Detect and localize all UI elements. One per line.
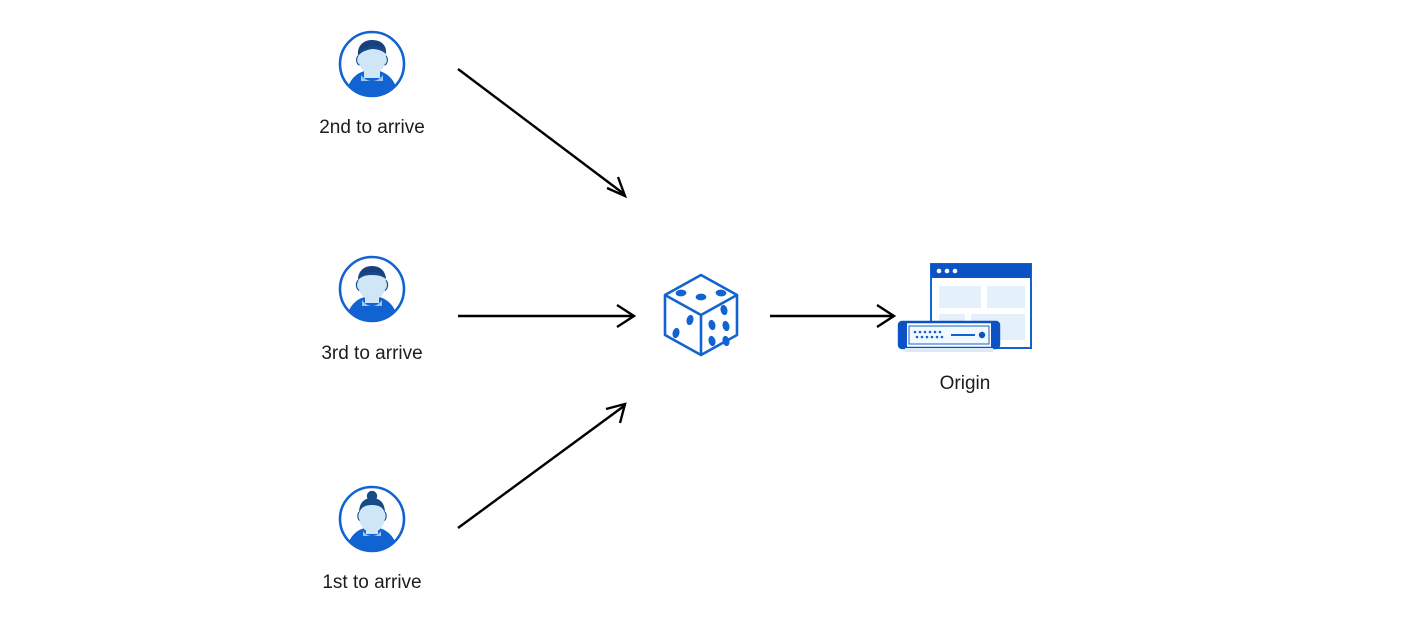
dice-node[interactable] (658, 270, 744, 360)
client-label-1st: 1st to arrive (322, 572, 422, 593)
client-node-3rd[interactable]: 3rd to arrive (321, 253, 423, 364)
client-node-1st[interactable]: 1st to arrive (322, 483, 422, 593)
origin-label: Origin (939, 373, 991, 394)
user-avatar-icon (338, 30, 406, 98)
client-label-2nd: 2nd to arrive (319, 117, 425, 138)
user-avatar-icon (338, 485, 406, 553)
user-avatar-icon (338, 255, 406, 323)
origin-server-icon (897, 263, 1032, 352)
origin-node[interactable]: Origin (895, 260, 1035, 394)
arrow-3rd-to-dice (458, 303, 637, 329)
client-node-2nd[interactable]: 2nd to arrive (319, 28, 425, 138)
client-label-3rd: 3rd to arrive (321, 343, 423, 364)
arrow-1st-to-dice (457, 402, 627, 529)
arrow-dice-to-origin (770, 303, 897, 329)
dice-icon (663, 273, 739, 357)
server-device-icon (897, 320, 1001, 352)
